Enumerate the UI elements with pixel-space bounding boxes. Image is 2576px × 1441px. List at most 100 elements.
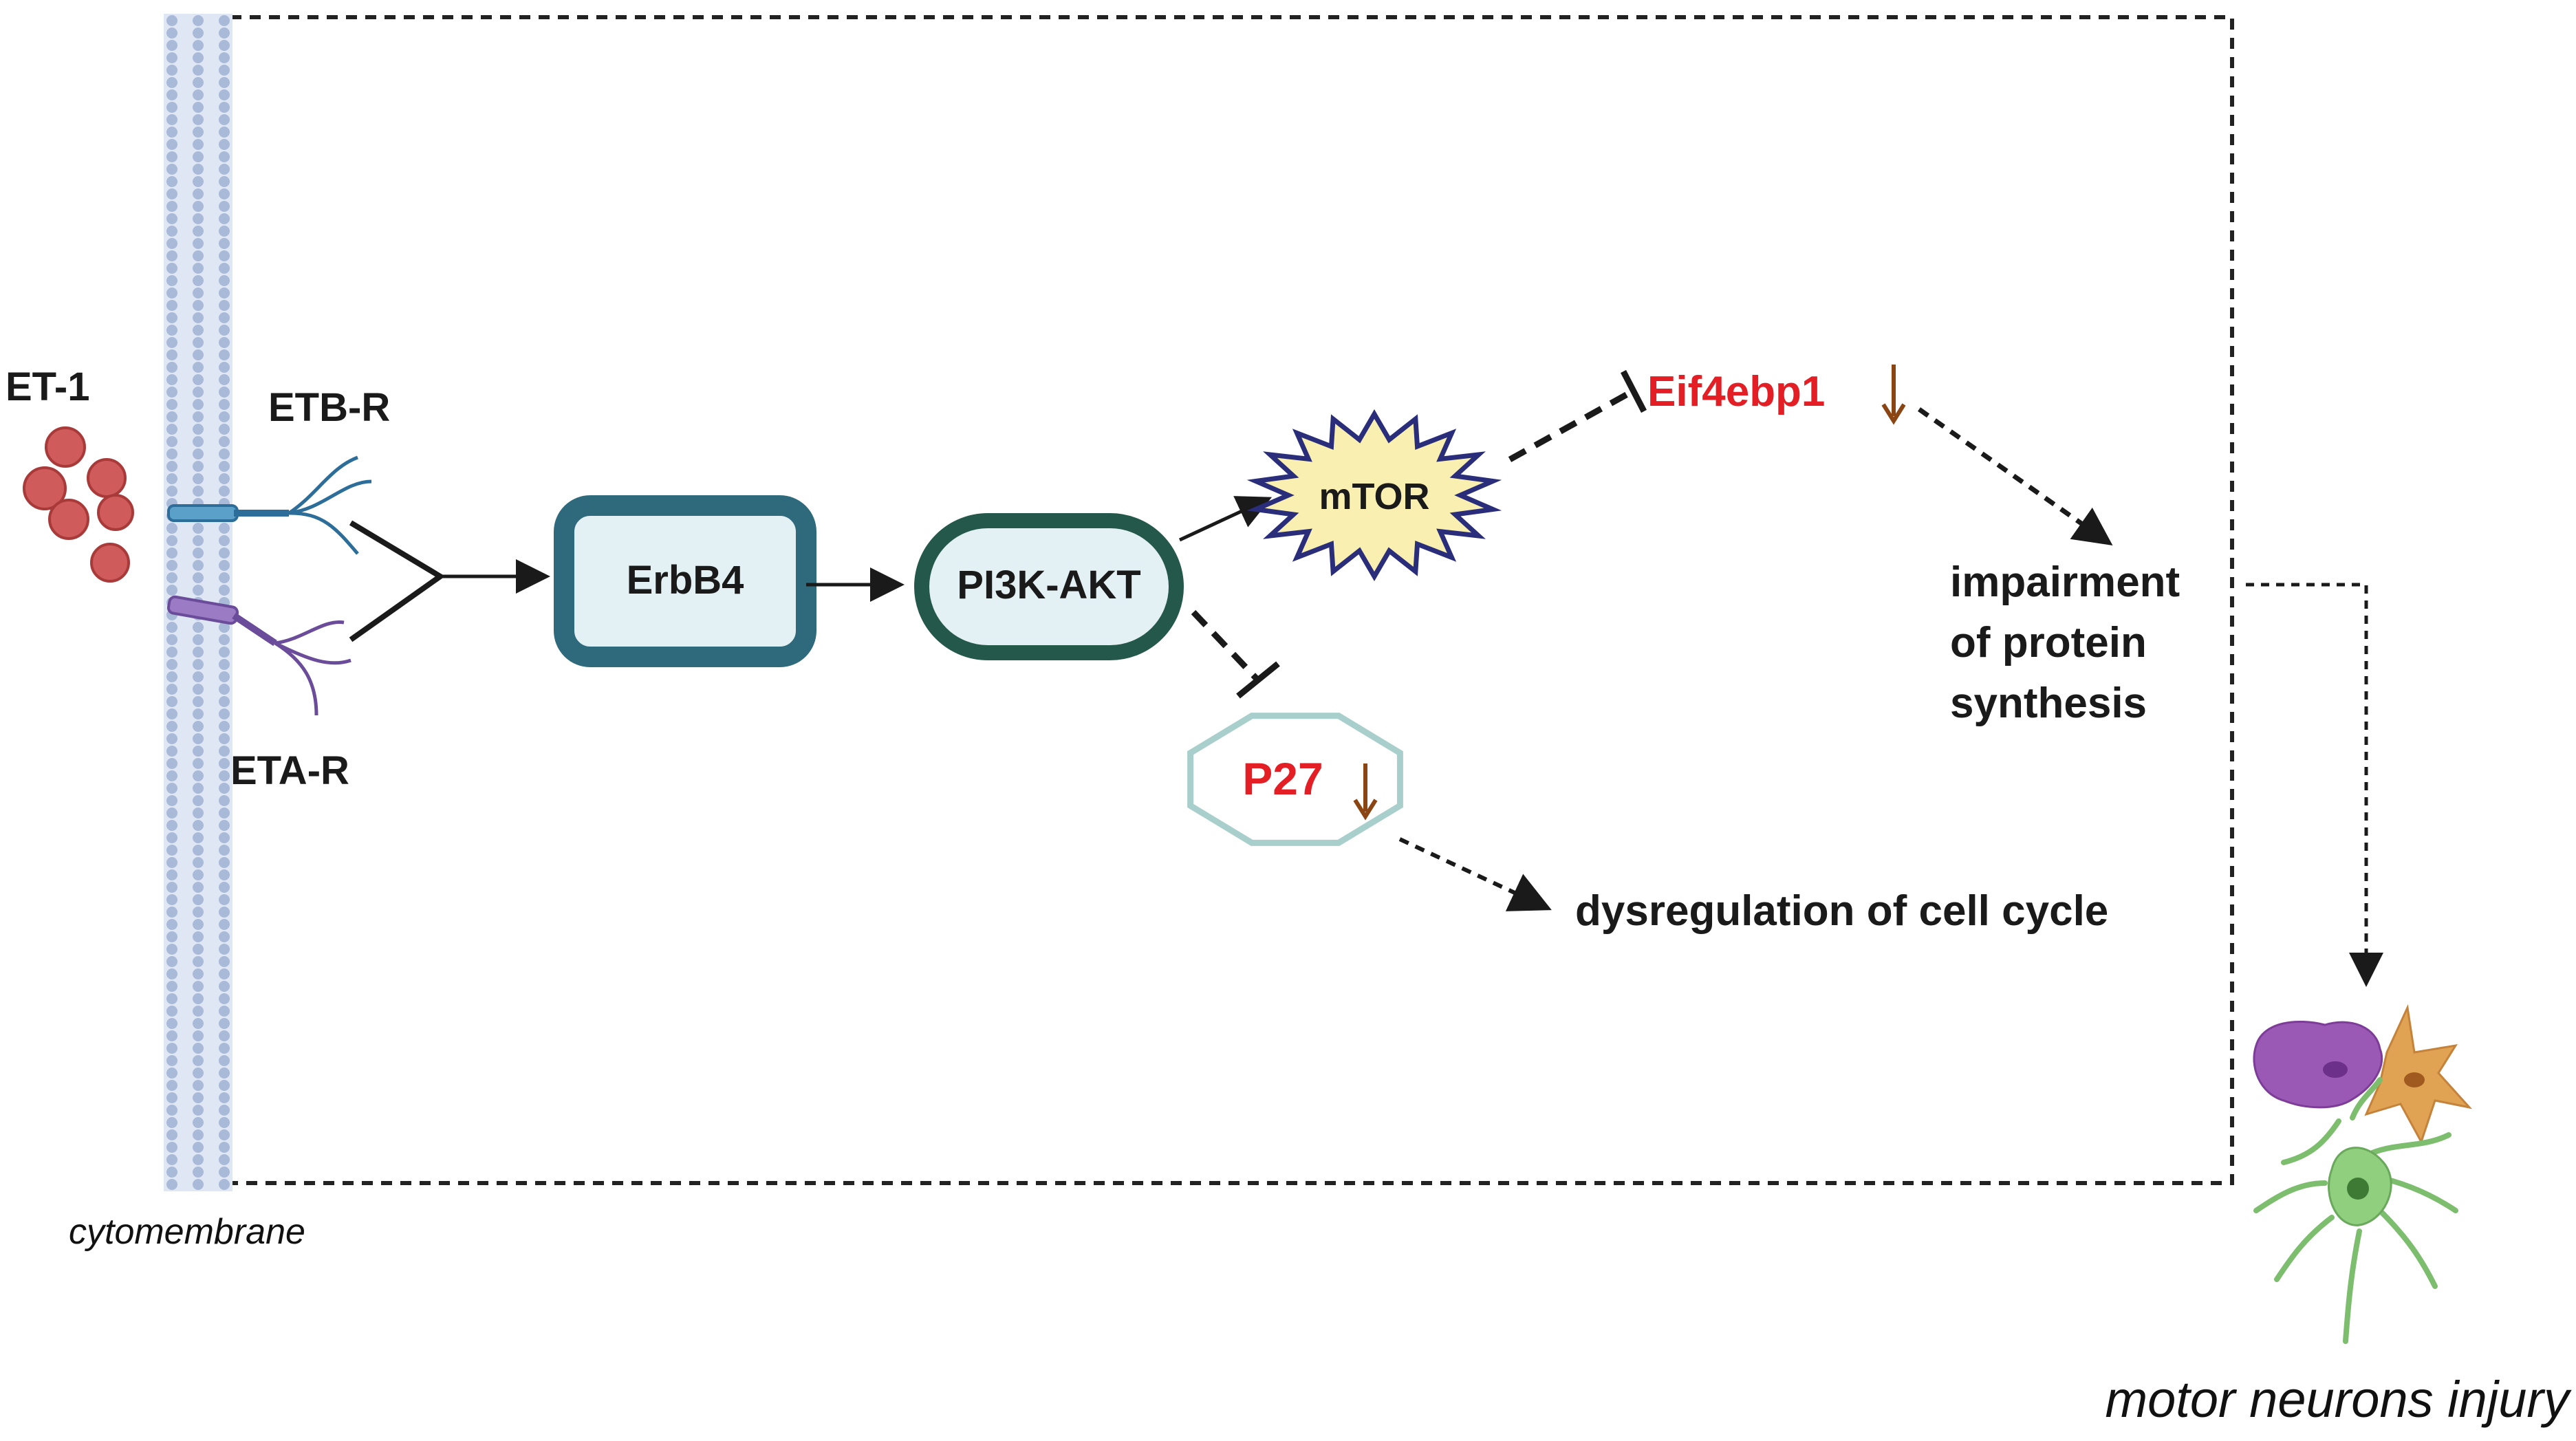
- membrane-bead: [166, 473, 177, 484]
- membrane-bead: [166, 684, 177, 695]
- membrane-bead: [219, 1043, 230, 1054]
- membrane-bead: [193, 473, 204, 484]
- membrane-bead: [166, 808, 177, 819]
- membrane-bead: [219, 622, 230, 633]
- membrane-bead: [219, 931, 230, 942]
- membrane-bead: [166, 114, 177, 125]
- membrane-bead: [219, 176, 230, 187]
- arrow-to-mtor: [1178, 496, 1273, 542]
- membrane-bead: [219, 151, 230, 162]
- membrane-bead: [219, 857, 230, 868]
- membrane-bead: [166, 981, 177, 992]
- membrane-bead: [193, 28, 204, 39]
- membrane-bead: [166, 288, 177, 299]
- membrane-bead: [166, 1006, 177, 1017]
- eta-r-label: ETA-R: [230, 748, 349, 793]
- membrane-bead: [193, 127, 204, 138]
- membrane-bead: [193, 981, 204, 992]
- membrane-bead: [193, 436, 204, 447]
- membrane-bead: [166, 127, 177, 138]
- membrane-bead: [193, 523, 204, 534]
- membrane-bead: [219, 696, 230, 707]
- membrane-bead: [193, 40, 204, 51]
- membrane-bead: [219, 758, 230, 769]
- membrane-bead: [219, 572, 230, 583]
- membrane-bead: [193, 461, 204, 472]
- membrane-bead: [166, 560, 177, 571]
- membrane-bead: [166, 1068, 177, 1079]
- membrane-bead: [166, 1105, 177, 1116]
- membrane-bead: [166, 65, 177, 76]
- membrane-bead: [193, 164, 204, 175]
- membrane-bead: [193, 1179, 204, 1190]
- membrane-bead: [219, 1092, 230, 1103]
- membrane-bead: [219, 894, 230, 905]
- etb-receptor-icon: [167, 455, 372, 555]
- membrane-bead: [219, 114, 230, 125]
- cytomembrane-label: cytomembrane: [69, 1212, 305, 1252]
- membrane-bead: [166, 770, 177, 781]
- membrane-bead: [219, 968, 230, 979]
- membrane-bead: [219, 746, 230, 757]
- membrane-bead: [193, 250, 204, 261]
- membrane-bead: [193, 263, 204, 274]
- membrane-bead: [219, 1117, 230, 1128]
- membrane-bead: [166, 795, 177, 806]
- membrane-bead: [193, 52, 204, 63]
- membrane-bead: [219, 399, 230, 410]
- membrane-bead: [166, 882, 177, 893]
- membrane-bead: [193, 89, 204, 100]
- membrane-bead: [166, 733, 177, 744]
- motor-neurons-injury-label: motor neurons injury: [2105, 1371, 2572, 1428]
- membrane-bead: [193, 671, 204, 682]
- arrow-to-neuron-injury: [2246, 583, 2383, 987]
- membrane-bead: [166, 820, 177, 831]
- mtor-label: mTOR: [1319, 476, 1429, 517]
- membrane-bead: [166, 250, 177, 261]
- membrane-bead: [219, 869, 230, 880]
- inhibition-bar-p27: [1236, 661, 1280, 699]
- membrane-bead: [193, 387, 204, 398]
- membrane-bead: [193, 448, 204, 459]
- p27-label: P27: [1242, 753, 1323, 804]
- membrane-bead: [193, 1030, 204, 1041]
- membrane-bead: [193, 708, 204, 719]
- membrane-bead: [193, 65, 204, 76]
- membrane-bead: [219, 634, 230, 645]
- membrane-bead: [166, 349, 177, 360]
- membrane-bead: [166, 1092, 177, 1103]
- membrane-bead: [166, 659, 177, 670]
- membrane-bead: [193, 548, 204, 559]
- membrane-bead: [193, 1142, 204, 1153]
- membrane-bead: [219, 1018, 230, 1029]
- membrane-bead: [166, 585, 177, 596]
- membrane-bead: [193, 1105, 204, 1116]
- membrane-bead: [193, 684, 204, 695]
- membrane-bead: [219, 783, 230, 794]
- membrane-bead: [166, 1142, 177, 1153]
- membrane-bead: [166, 411, 177, 422]
- membrane-bead: [166, 931, 177, 942]
- membrane-bead: [219, 770, 230, 781]
- p27-node: [1187, 713, 1403, 846]
- membrane-bead: [193, 746, 204, 757]
- membrane-bead: [193, 102, 204, 113]
- membrane-bead: [193, 1154, 204, 1165]
- membrane-bead: [166, 869, 177, 880]
- membrane-bead: [166, 28, 177, 39]
- membrane-bead: [166, 52, 177, 63]
- membrane-bead: [166, 77, 177, 88]
- membrane-bead: [219, 1080, 230, 1091]
- membrane-bead: [193, 770, 204, 781]
- membrane-bead: [219, 944, 230, 955]
- membrane-bead: [219, 139, 230, 150]
- membrane-bead: [193, 362, 204, 373]
- membrane-bead: [166, 436, 177, 447]
- protein-impairment-label-3: synthesis: [1950, 680, 2147, 727]
- membrane-bead: [193, 721, 204, 732]
- membrane-bead: [166, 312, 177, 323]
- etb-r-label: ETB-R: [268, 385, 390, 430]
- membrane-bead: [166, 238, 177, 249]
- membrane-bead: [193, 647, 204, 658]
- membrane-bead: [166, 783, 177, 794]
